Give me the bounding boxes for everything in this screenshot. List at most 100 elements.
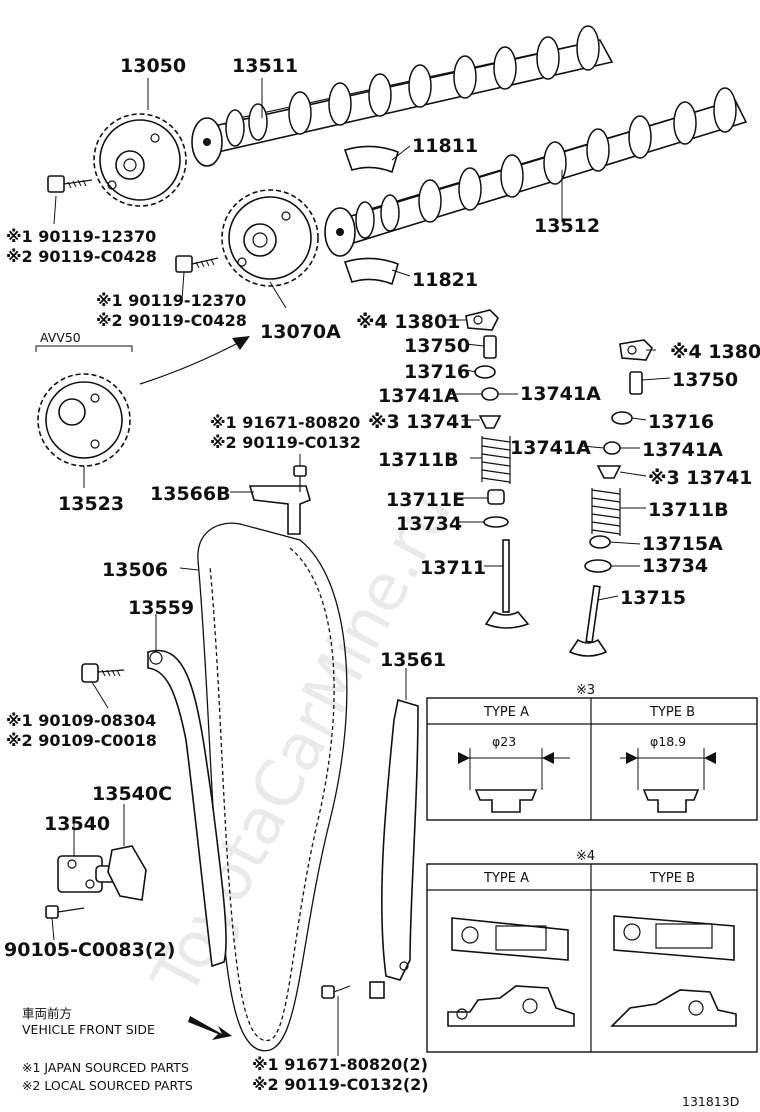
retainer-13741-right[interactable] [596, 465, 622, 479]
label-bottom-bolt-local: ※2 90119-C0132(2) [252, 1075, 429, 1094]
table3-dim-a: φ23 [492, 734, 516, 749]
front-side-en: VEHICLE FRONT SIDE [22, 1022, 155, 1037]
table4-type-a: TYPE A [483, 871, 529, 886]
bolt-90119-b[interactable] [175, 255, 219, 273]
label-13050: 13050 [120, 55, 186, 77]
keeper-13741A-left[interactable] [481, 387, 499, 401]
label-right-13715A: 13715A [642, 533, 723, 555]
legend-japan-sourced: ※1 JAPAN SOURCED PARTS [22, 1060, 189, 1075]
label-90105: 90105-C0083(2) [4, 939, 175, 961]
table3-dim-b: φ18.9 [650, 734, 686, 749]
label-13540: 13540 [44, 813, 110, 835]
bolt-90105[interactable] [45, 905, 85, 919]
label-right-13734: 13734 [642, 555, 708, 577]
bearing-11821[interactable] [343, 257, 399, 286]
table-type-note3: ※3 TYPE A TYPE B φ23 φ18.9 [426, 683, 758, 821]
table4-type-b: TYPE B [649, 871, 695, 886]
label-13561: 13561 [380, 649, 446, 671]
seat-13734-right[interactable] [584, 559, 612, 573]
bolt-90109[interactable] [81, 663, 125, 683]
label-guide-bolt-local: ※2 90119-C0132 [210, 433, 361, 452]
label-right-13741A-b: 13741A [642, 439, 723, 461]
valve-tip-13716-right[interactable] [611, 411, 633, 425]
label-left-13741A-b: 13741A [520, 383, 601, 405]
table3-type-a: TYPE A [483, 705, 529, 720]
label-bolt1-jp: ※1 90119-12370 [6, 227, 156, 246]
label-13512: 13512 [534, 215, 600, 237]
label-bottom-bolt-jp: ※1 91671-80820(2) [252, 1055, 428, 1074]
timing-chain-13506[interactable] [197, 522, 348, 1052]
front-side-jp: 車両前方 [22, 1006, 72, 1021]
label-13559-bolt-jp: ※1 90109-08304 [6, 711, 156, 730]
avv50-bracket [35, 345, 133, 352]
camshaft-13512[interactable] [324, 87, 748, 257]
label-guide-bolt-jp: ※1 91671-80820 [210, 413, 360, 432]
rocker-arm-13801-right[interactable] [619, 339, 653, 361]
label-right-13741: ※3 13741 [648, 467, 752, 489]
leader-lines [51, 78, 671, 1056]
bolt-90119-a[interactable] [47, 175, 93, 193]
avv50-arrowhead [232, 336, 250, 350]
label-13566B: 13566B [150, 483, 231, 505]
table4-mark: ※4 [576, 849, 595, 864]
valve-13711[interactable] [484, 539, 530, 629]
gasket-13540C[interactable] [107, 845, 147, 901]
label-13559-bolt-local: ※2 90109-C0018 [6, 731, 157, 750]
label-left-13741A-a: 13741A [378, 385, 459, 407]
rocker-arm-13801-left[interactable] [465, 309, 499, 331]
avv50-arrow [139, 341, 241, 385]
spring-13711B-left[interactable] [481, 434, 511, 484]
label-right-13750: 13750 [672, 369, 738, 391]
label-11821: 11821 [412, 269, 478, 291]
bearing-11811[interactable] [343, 145, 399, 174]
label-13523: 13523 [58, 493, 124, 515]
label-11811: 11811 [412, 135, 478, 157]
label-right-13801: ※4 13801 [670, 341, 760, 363]
label-13511: 13511 [232, 55, 298, 77]
seat-13734-left[interactable] [483, 516, 509, 528]
label-13070A: 13070A [260, 321, 341, 343]
label-left-13734: 13734 [396, 513, 462, 535]
label-left-13711B: 13711B [378, 449, 459, 471]
label-right-13715: 13715 [620, 587, 686, 609]
label-avv50: AVV50 [40, 330, 81, 345]
chain-guide-13561[interactable] [369, 698, 419, 999]
lash-adjuster-13750-right[interactable] [629, 371, 643, 395]
valve-13715[interactable] [568, 584, 608, 657]
sprocket-13523[interactable] [37, 373, 131, 467]
legend-local-sourced: ※2 LOCAL SOURCED PARTS [22, 1078, 193, 1093]
label-left-13801: ※4 13801 [356, 311, 460, 333]
label-right-13716: 13716 [648, 411, 714, 433]
label-right-13711B: 13711B [648, 499, 729, 521]
label-bolt2-local: ※2 90119-C0428 [96, 311, 247, 330]
label-left-13741: ※3 13741 [368, 411, 472, 433]
table-type-note4: ※4 TYPE A TYPE B [426, 849, 758, 1053]
bolt-bottom-91671[interactable] [321, 985, 351, 999]
tensioner-arm-13559[interactable] [147, 649, 227, 968]
table3-mark: ※3 [576, 683, 595, 698]
label-bolt2-jp: ※1 90119-12370 [96, 291, 246, 310]
front-arrow [188, 1016, 232, 1040]
label-left-13711: 13711 [420, 557, 486, 579]
lash-adjuster-13750-left[interactable] [483, 335, 497, 359]
label-bolt1-local: ※2 90119-C0428 [6, 247, 157, 266]
spring-13711B-right[interactable] [591, 486, 621, 536]
label-13540C: 13540C [92, 783, 172, 805]
vvt-gear-13050[interactable] [93, 113, 187, 207]
retainer-13741-left[interactable] [478, 415, 502, 429]
label-13506: 13506 [102, 559, 168, 581]
chain-guide-13566B[interactable] [248, 485, 311, 535]
table3-type-b: TYPE B [649, 705, 695, 720]
camshaft-13511[interactable] [191, 25, 614, 167]
valve-tip-13716-left[interactable] [474, 365, 496, 379]
label-right-13741A-a: 13741A [510, 437, 591, 459]
vvt-gear-13070A[interactable] [221, 189, 319, 287]
diagram-code: 131813D [682, 1094, 739, 1109]
seal-13715A[interactable] [589, 535, 611, 549]
seal-13711E[interactable] [487, 489, 505, 505]
label-left-13716: 13716 [404, 361, 470, 383]
keeper-13741A-right[interactable] [603, 441, 621, 455]
label-left-13750: 13750 [404, 335, 470, 357]
label-13559: 13559 [128, 597, 194, 619]
